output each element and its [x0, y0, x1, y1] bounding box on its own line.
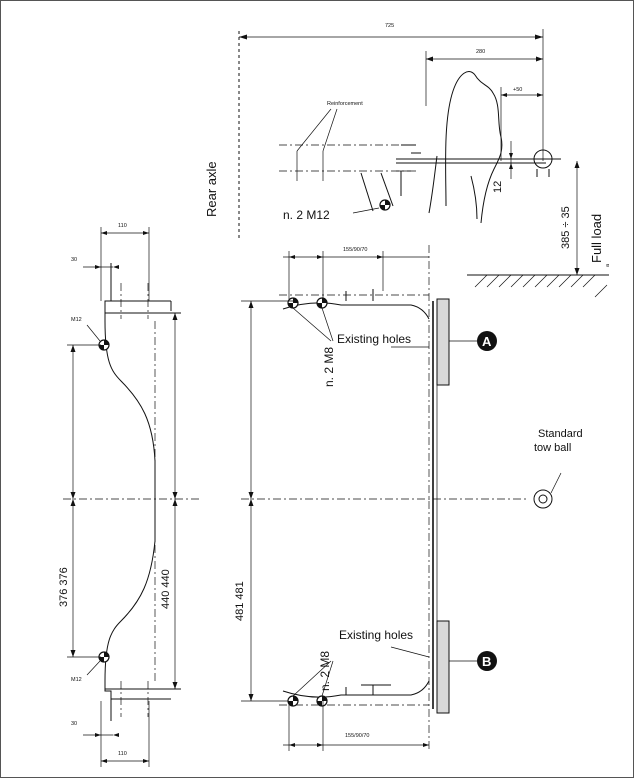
badge-b [477, 651, 497, 671]
profile-outline [104, 263, 156, 721]
badge-a-label: A [482, 334, 492, 349]
tow-ball-label-line1: Standard [538, 428, 583, 440]
tow-ball-label-line2: tow ball [534, 442, 571, 454]
ground-hatch [474, 274, 608, 298]
dim-left-top-small: 30 [71, 257, 77, 263]
rear-view: 155/90/70 n. 2 M8 Existing holes A Stand… [63, 245, 583, 751]
dim-left-top-width: 110 [118, 223, 127, 229]
bumper-outline [445, 71, 503, 224]
dim-center-tall: 481 481 [234, 581, 246, 621]
n2m12-label: n. 2 M12 [283, 208, 330, 222]
dim-left-inner: 376 376 [58, 567, 70, 607]
rear-axle-label: Rear axle [204, 161, 219, 217]
full-load-label: Full load [589, 214, 604, 263]
standard-tow-ball [533, 489, 553, 509]
plate-b [436, 620, 450, 714]
existing-holes-bottom: Existing holes [339, 628, 413, 642]
m12-label-bottom: M12 [71, 677, 82, 683]
dim-left-outer: 440 440 [160, 569, 172, 609]
reinforcement-note: Reinforcement [327, 101, 363, 107]
dim-bracket-top: 155/90/70 [343, 247, 367, 253]
dim-left-bottom-small: 30 [71, 721, 77, 727]
side-view: Reinforcement n. 2 M12 12 385 ÷ 35 Full … [204, 23, 611, 298]
n2m8-top-label: n. 2 M8 [322, 347, 336, 387]
dim-bracket-bottom: 155/90/70 [345, 733, 369, 739]
full-load-sub: a [605, 263, 611, 267]
badge-b-label: B [482, 654, 491, 669]
left-profile-view: 110 30 M12 M12 376 376 440 [58, 223, 181, 767]
dim-left-bottom-width: 110 [118, 751, 127, 757]
m12-label-top: M12 [71, 317, 82, 323]
dim-12: 12 [492, 181, 504, 193]
badge-a [477, 331, 497, 351]
dim-height-range: 385 ÷ 35 [560, 206, 572, 249]
dim-hitch: 280 [476, 49, 485, 55]
existing-holes-top: Existing holes [337, 332, 411, 346]
n2m8-bottom-label: n. 2 M8 [318, 651, 332, 691]
dim-overall: 725 [385, 23, 394, 29]
plate-a [436, 298, 450, 386]
dim-tow-offset: +50 [513, 87, 522, 93]
